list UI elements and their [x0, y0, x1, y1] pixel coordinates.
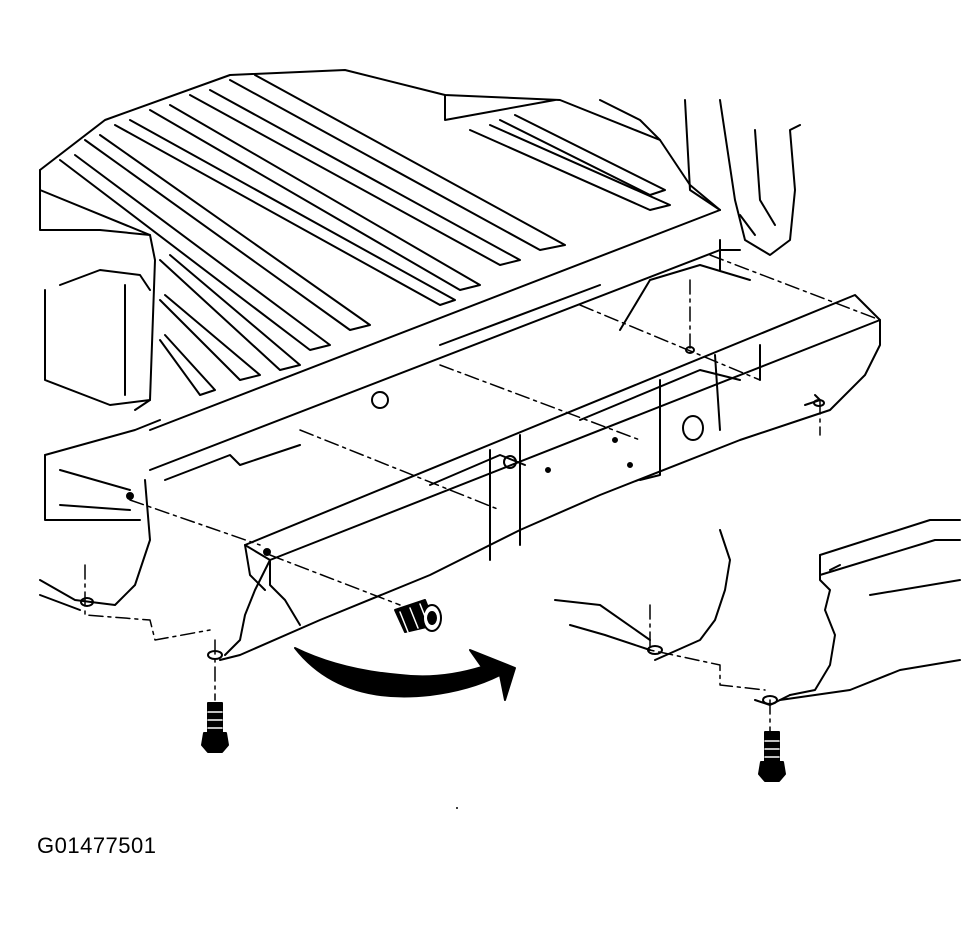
left-bed-side — [40, 190, 160, 610]
horizontal-bolt — [395, 600, 441, 632]
rotation-arrow — [295, 648, 515, 700]
step-bumper — [220, 295, 880, 660]
vertical-bolt-left — [202, 703, 228, 752]
figure-caption: G01477501 — [37, 833, 157, 858]
truck-bed-floor — [40, 70, 720, 395]
detail-view-bumper-corner — [555, 520, 960, 705]
bolt-holes — [81, 347, 824, 704]
alignment-lines — [85, 255, 880, 735]
bed-floor-ribs — [60, 75, 670, 395]
rear-crossmember — [150, 210, 740, 480]
right-bed-pillar — [620, 100, 800, 330]
vertical-bolt-right — [759, 732, 785, 781]
